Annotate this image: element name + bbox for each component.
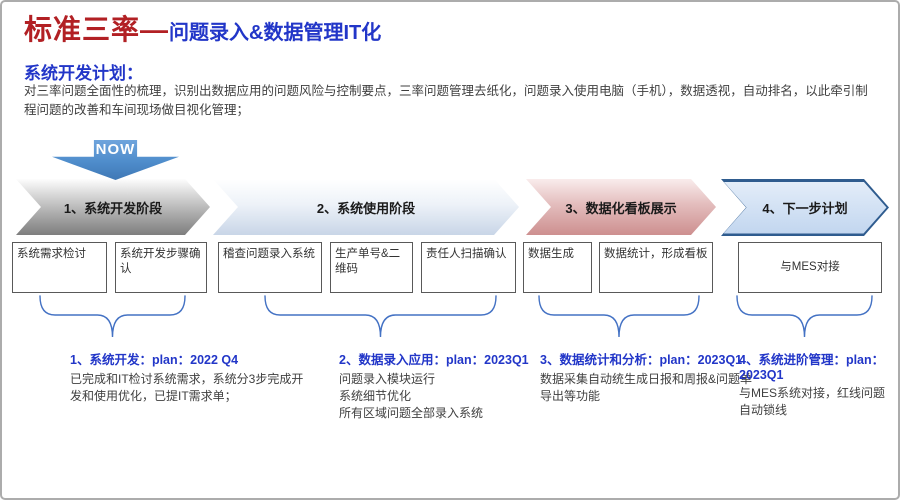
stage-chevron-1-label: 1、系统开发阶段 [63,200,163,216]
brace-stage-3-icon [538,295,700,338]
plan-note-1: 1、系统开发：plan：2022 Q4 已完成和IT检讨系统需求，系统分3步完成… [70,349,308,405]
title-sub: 问题录入&数据管理IT化 [169,22,382,44]
page-title: 标准三率—问题录入&数据管理IT化 [24,8,381,48]
plan-note-4-title: 4、系统进阶管理：plan：2023Q1 [739,353,885,382]
task-box: 稽查问题录入系统 [218,242,322,293]
plan-note-4-detail: 与MES系统对接，红线问题自动锁线 [739,386,886,417]
stage-chevron-4-label: 4、下一步计划 [762,201,848,216]
now-down-arrow-icon: NOW [52,140,179,180]
title-main: 标准三率— [24,14,170,45]
brace-stage-2-icon [264,295,497,338]
task-box: 系统开发步骤确认 [115,242,207,293]
plan-note-2-title: 2、数据录入应用：plan：2023Q1 [339,353,529,367]
task-box: 与MES对接 [738,242,882,293]
plan-note-3-title: 3、数据统计和分析：plan：2023Q1 [540,353,743,367]
brace-stage-1-icon [39,295,186,338]
stage-chevron-3-label: 3、数据化看板展示 [565,200,677,216]
stage-chevron-4-inner: 4、下一步计划 [724,182,887,234]
plan-note-3: 3、数据统计和分析：plan：2023Q1 数据采集自动统生成日报和周报&问题单… [540,349,758,405]
section-body: 对三率问题全面性的梳理，识别出数据应用的问题风险与控制要点，三率问题管理去纸化，… [24,84,868,117]
plan-note-3-detail: 数据采集自动统生成日报和周报&问题单导出等功能 [540,372,753,403]
task-box: 系统需求检讨 [12,242,107,293]
task-box: 责任人扫描确认 [421,242,516,293]
stage-chevron-4: 4、下一步计划 [721,179,889,236]
stage-chevron-2-label: 2、系统使用阶段 [316,200,416,216]
plan-note-2: 2、数据录入应用：plan：2023Q1 问题录入模块运行 系统细节优化 所有区… [339,349,554,422]
section-heading: 系统开发计划： [24,64,143,83]
task-box: 数据生成 [523,242,592,293]
plan-note-1-detail: 已完成和IT检讨系统需求，系统分3步完成开发和使用优化，已提IT需求单； [70,372,304,403]
now-label: NOW [95,141,136,158]
plan-note-4: 4、系统进阶管理：plan：2023Q1 与MES系统对接，红线问题自动锁线 [739,349,891,419]
brace-stage-4-icon [736,295,873,338]
stage-chevron-2: 2、系统使用阶段 [213,179,519,235]
task-box: 数据统计，形成看板 [599,242,713,293]
task-box: 生产单号&二维码 [330,242,413,293]
plan-note-1-title: 1、系统开发：plan：2022 Q4 [70,353,239,367]
stage-chevron-1: 1、系统开发阶段 [16,179,210,235]
plan-note-2-detail: 问题录入模块运行 系统细节优化 所有区域问题全部录入系统 [339,372,484,420]
stage-chevron-3: 3、数据化看板展示 [526,179,716,235]
